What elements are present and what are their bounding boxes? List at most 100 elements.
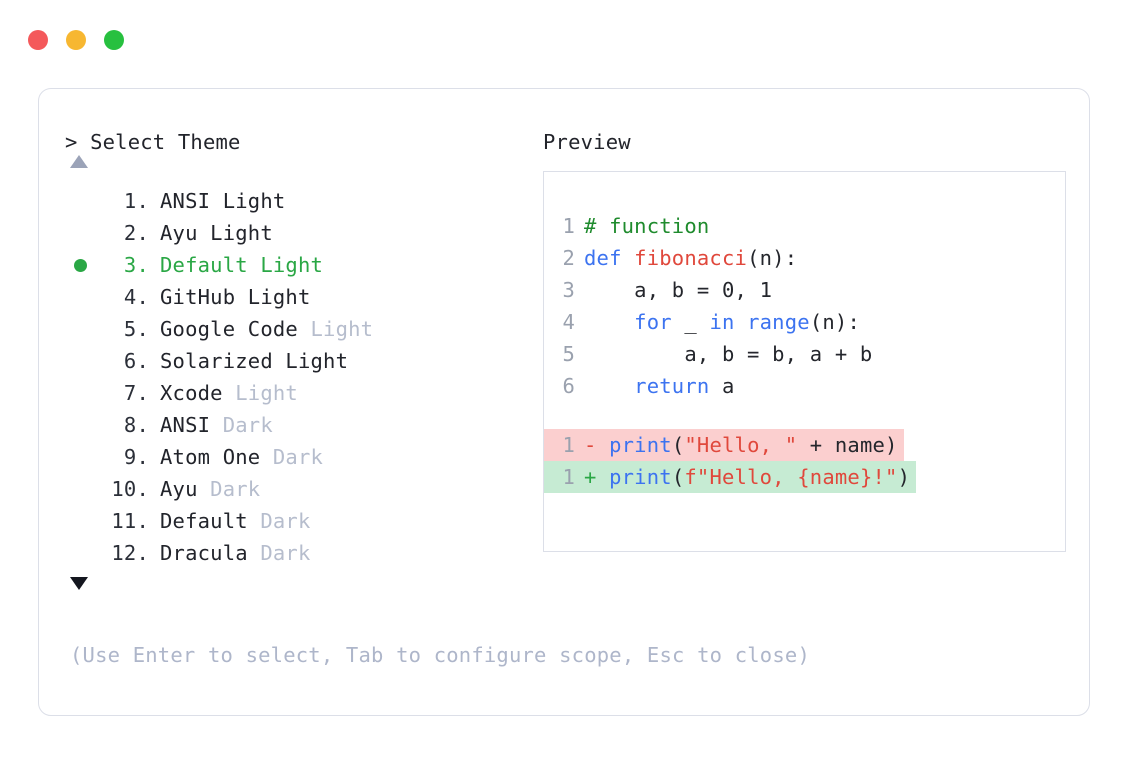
theme-item-label: Ayu Dark — [160, 477, 261, 501]
code-line-number: 6 — [562, 374, 575, 398]
theme-item-label: Google Code Light — [160, 317, 374, 341]
code-token: a, b = 0, 1 — [584, 278, 773, 302]
code-line: 6 return a — [544, 370, 1065, 402]
theme-list-item[interactable]: 12. Dracula Dark — [65, 537, 543, 569]
theme-item-variant: Light — [297, 317, 374, 341]
code-line-content: for _ in range(n): — [584, 306, 860, 338]
theme-list-item[interactable]: 10. Ayu Dark — [65, 473, 543, 505]
theme-item-label: ANSI Dark — [160, 413, 273, 437]
minimize-button[interactable] — [66, 30, 86, 50]
theme-list-item[interactable]: 9. Atom One Dark — [65, 441, 543, 473]
keyboard-hint: (Use Enter to select, Tab to configure s… — [70, 643, 810, 667]
code-token: # function — [584, 214, 710, 238]
code-line-number: 1 — [562, 214, 575, 238]
theme-item-label: Solarized Light — [160, 349, 349, 373]
theme-item-number: 2. — [123, 221, 149, 245]
theme-item-number: 12. — [111, 541, 149, 565]
code-line-content: a, b = 0, 1 — [584, 274, 772, 306]
theme-item-number: 9. — [123, 445, 149, 469]
theme-item-label: Xcode Light — [160, 381, 298, 405]
theme-item-number: 5. — [123, 317, 149, 341]
theme-item-number: 11. — [111, 509, 149, 533]
code-token: "Hello, " — [684, 433, 798, 457]
code-token: return — [634, 374, 710, 398]
code-token: ( — [671, 433, 685, 457]
theme-picker-card: > Select Theme 1. ANSI Light 2. Ayu Light 3.… — [38, 88, 1090, 716]
code-token — [735, 310, 748, 334]
diff-sign: + — [584, 465, 610, 489]
theme-list-item[interactable]: 2. Ayu Light — [65, 217, 543, 249]
code-line-number: 4 — [562, 310, 575, 334]
theme-item-variant: Dark — [260, 445, 324, 469]
code-token: a — [709, 374, 735, 398]
theme-item-label: Default Light — [160, 253, 324, 277]
selected-bullet-icon — [74, 258, 87, 272]
diff-line: 1+ print(f"Hello, {name}!") — [544, 461, 1065, 493]
code-line-content: return a — [584, 370, 735, 402]
theme-item-number: 10. — [111, 477, 149, 501]
code-sample: 1 # function 2 def fibonacci(n):3 a, b = 0,… — [544, 210, 1065, 402]
code-token: fibonacci — [634, 246, 748, 270]
close-button[interactable] — [28, 30, 48, 50]
theme-item-variant: Dark — [210, 413, 273, 437]
triangle-down-icon — [70, 577, 88, 590]
theme-list[interactable]: 1. ANSI Light 2. Ayu Light 3. Default Light 4.… — [65, 185, 543, 569]
theme-list-item[interactable]: 11.Default Dark — [65, 505, 543, 537]
code-token: ( — [671, 465, 685, 489]
code-token: for — [634, 310, 672, 334]
scroll-up-indicator[interactable] — [65, 155, 543, 179]
theme-item-label: ANSI Light — [160, 189, 286, 213]
picker-columns: > Select Theme 1. ANSI Light 2. Ayu Light 3.… — [65, 129, 1066, 601]
code-line: 1 # function — [544, 210, 1065, 242]
diff-line-body: 1+ print(f"Hello, {name}!") — [544, 461, 917, 493]
code-line-number: 2 — [562, 246, 575, 270]
theme-list-item[interactable]: 3. Default Light — [65, 249, 543, 281]
theme-item-number: 4. — [123, 285, 149, 309]
theme-list-item[interactable]: 5. Google Code Light — [65, 313, 543, 345]
theme-item-label: Ayu Light — [160, 221, 273, 245]
maximize-button[interactable] — [104, 30, 124, 50]
code-line: 2 def fibonacci(n): — [544, 242, 1065, 274]
code-line-content: # function — [584, 210, 709, 242]
theme-list-item[interactable]: 4. GitHub Light — [65, 281, 543, 313]
theme-item-number: 3. — [123, 253, 149, 277]
window-traffic-lights — [28, 30, 124, 50]
code-token: (n): — [747, 246, 798, 270]
code-line-content: a, b = b, a + b — [584, 338, 872, 370]
theme-item-variant: Dark — [247, 541, 311, 565]
code-token: a, b = b, a + b — [584, 342, 873, 366]
code-line: 4 for _ in range(n): — [544, 306, 1065, 338]
theme-item-variant: Dark — [247, 509, 311, 533]
code-token: f"Hello, {name}!" — [684, 465, 898, 489]
code-line-content: def fibonacci(n): — [584, 242, 797, 274]
diff-line-body: 1- print("Hello, " + name) — [544, 429, 904, 461]
theme-list-item[interactable]: 8. ANSI Dark — [65, 409, 543, 441]
theme-select-column: > Select Theme 1. ANSI Light 2. Ayu Light 3.… — [65, 129, 543, 601]
code-line: 3 a, b = 0, 1 — [544, 274, 1065, 306]
code-token: print — [609, 433, 672, 457]
theme-item-label: Atom One Dark — [160, 445, 324, 469]
theme-item-label: GitHub Light — [160, 285, 311, 309]
code-token: _ — [671, 310, 710, 334]
code-token — [584, 374, 634, 398]
theme-list-item[interactable]: 1. ANSI Light — [65, 185, 543, 217]
select-theme-prompt: > Select Theme — [65, 130, 241, 154]
code-token — [584, 310, 634, 334]
diff-sample: 1- print("Hello, " + name)1+ print(f"Hel… — [544, 429, 1065, 493]
scroll-down-indicator[interactable] — [65, 577, 543, 601]
theme-item-number: 6. — [123, 349, 149, 373]
theme-list-item[interactable]: 6. Solarized Light — [65, 345, 543, 377]
theme-item-number: 8. — [123, 413, 149, 437]
theme-item-label: Dracula Dark — [160, 541, 311, 565]
theme-list-item[interactable]: 7. Xcode Light — [65, 377, 543, 409]
code-token: ) — [897, 465, 911, 489]
theme-item-number: 7. — [123, 381, 149, 405]
triangle-up-icon — [70, 155, 88, 168]
diff-line: 1- print("Hello, " + name) — [544, 429, 1065, 461]
code-token: + name) — [797, 433, 898, 457]
theme-item-number: 1. — [123, 189, 149, 213]
code-token: print — [609, 465, 672, 489]
theme-item-variant: Dark — [197, 477, 261, 501]
